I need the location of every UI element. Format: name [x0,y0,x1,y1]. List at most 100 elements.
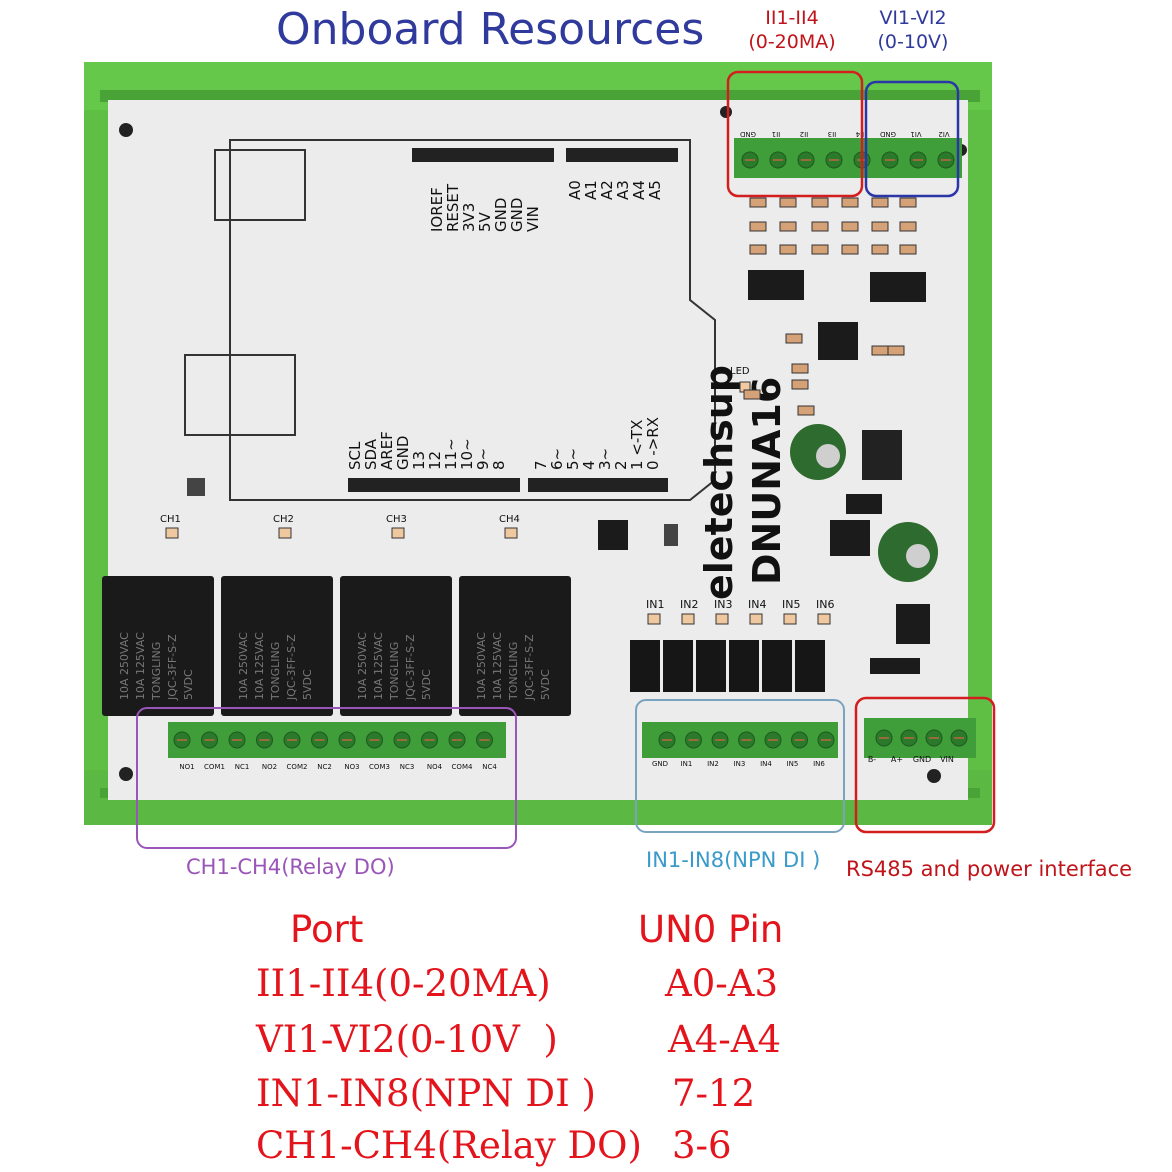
optocoupler [729,640,759,692]
header-pin-label: 6~ [548,448,566,470]
passive-component [899,197,917,208]
di-led [783,613,797,625]
relay-marking: 10A 125VAC [134,632,147,700]
passive-component [749,197,767,208]
terminal-label: VI2 [938,130,949,138]
relay-callout: CH1-CH4(Relay DO) [186,855,395,879]
passive-component [749,221,767,232]
header-pin-label: RESET [444,183,462,232]
table-header-pin: UN0 Pin [638,908,784,951]
relay-marking: JQC-3FF-S-Z [166,634,179,701]
di-led [681,613,695,625]
di-led-label: IN5 [782,598,800,611]
passive-component [871,345,889,356]
relay-marking: TONGLING [150,642,163,701]
terminal-label: A+ [891,755,903,764]
passive-component [749,244,767,255]
relay-marking: JQC-3FF-S-Z [523,634,536,701]
header-pin-label: 12 [426,451,444,470]
header-pin-label: A4 [630,180,648,200]
header-pin-label: GND [492,198,510,232]
header-pin-label: 2 [612,460,630,470]
header-pin-label: 13 [410,451,428,470]
header-pin-label: A1 [582,180,600,200]
table-row-pin: A4-A4 [668,1018,782,1061]
passive-component [871,197,889,208]
header-pin-label: 0 ->RX [644,417,662,470]
relay [221,576,333,716]
header-pin-label: 3V3 [460,203,478,232]
terminal-label: IN6 [813,760,825,768]
passive-component [811,197,829,208]
header-pin-label: SDA [362,438,380,470]
relay-highlight [136,707,517,849]
relay-marking: TONGLING [269,642,282,701]
terminal-label: NO3 [344,763,359,771]
terminal-label: NC2 [317,763,332,771]
ai-terminal-block [734,138,962,178]
passive-component [743,389,761,400]
passive-component [811,221,829,232]
terminal-label: II3 [828,130,837,138]
relay-led [278,527,292,539]
relay-led [504,527,518,539]
optocoupler [630,640,660,692]
table-row-port: CH1-CH4(Relay DO) [256,1124,642,1167]
passive-component [871,221,889,232]
terminal-label: GND [652,760,668,768]
di-led [715,613,729,625]
header-pin-label: GND [508,198,526,232]
current-inputs-line1: II1-II4 [765,7,819,29]
model-text: DNUNA16 [745,377,789,585]
table-row-pin: 3-6 [672,1124,732,1167]
digital-inputs-highlight [635,699,845,833]
header-pin-label: 5~ [564,448,582,470]
header-pin-label: A5 [646,180,664,200]
di-led [749,613,763,625]
optocoupler [663,640,693,692]
passive-component [871,244,889,255]
terminal-label: COM4 [452,763,473,771]
passive-component [779,221,797,232]
terminal-label: NC3 [400,763,415,771]
current-inputs-highlight [726,70,864,198]
voltage-inputs-line1: VI1-VI2 [879,7,947,29]
relay-channel-label: CH3 [386,514,407,525]
passive-component [811,244,829,255]
di-led-label: IN4 [748,598,766,611]
passive-component [841,244,859,255]
terminal-label: VIN [940,755,954,764]
di-led-label: IN6 [816,598,834,611]
passive-component [791,363,809,374]
di-led [817,613,831,625]
relay-marking: 10A 250VAC [356,632,369,700]
relay-led [391,527,405,539]
passive-component [899,244,917,255]
relay-marking: 10A 125VAC [491,632,504,700]
header-pin-label: AREF [378,431,396,470]
relay-marking: JQC-3FF-S-Z [404,634,417,701]
voltage-inputs-line2: (0-10V) [877,31,949,53]
header-pin-label: A2 [598,180,616,200]
passive-component [797,405,815,416]
brand-text: eletechsup [697,365,741,600]
header-pin-label: 1 <-TX [628,420,646,470]
relay-channel-label: CH1 [160,514,181,525]
terminal-label: GND [740,130,756,138]
terminal-label: NC1 [235,763,250,771]
relay-marking: 10A 250VAC [237,632,250,700]
di-led-label: IN3 [714,598,732,611]
rs485-callout: RS485 and power interface [846,857,1133,881]
terminal-label: GND [880,130,896,138]
terminal-label: IN1 [681,760,693,768]
terminal-label: NO4 [427,763,443,771]
table-row-port: IN1-IN8(NPN DI ) [256,1072,596,1115]
relay-marking: 5VDC [539,669,552,700]
current-inputs-label: II1-II4 (0-20MA) [732,6,852,54]
terminal-label: II2 [800,130,809,138]
relay-channel-label: CH4 [499,514,520,525]
optocoupler [795,640,825,692]
relay-marking: 10A 250VAC [118,632,131,700]
